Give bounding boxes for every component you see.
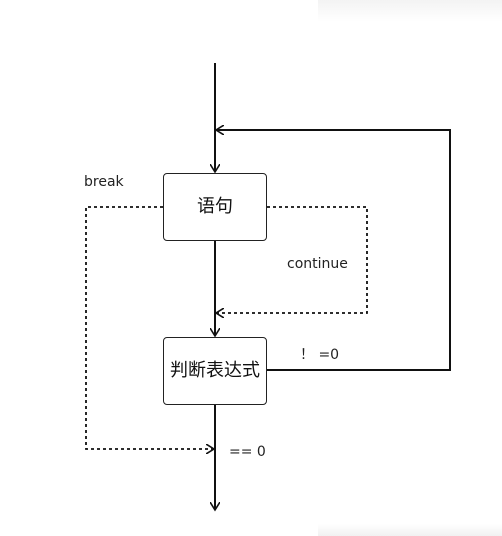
break-dashed-arrow bbox=[85, 206, 214, 449]
window-edge-shade-top bbox=[318, 0, 502, 22]
window-edge-shade-bottom bbox=[318, 524, 502, 536]
equals-zero-label: == 0 bbox=[229, 444, 266, 460]
condition-node-label: 判断表达式 bbox=[170, 360, 260, 381]
statement-node-label: 语句 bbox=[197, 196, 233, 217]
condition-node: 判断表达式 bbox=[163, 337, 267, 405]
continue-label: continue bbox=[287, 256, 348, 272]
statement-node: 语句 bbox=[163, 173, 267, 241]
not-zero-label: ！ =0 bbox=[300, 347, 340, 363]
break-label: break bbox=[84, 174, 124, 190]
loop-back-arrow bbox=[216, 130, 451, 371]
continue-dashed-arrow bbox=[216, 206, 368, 313]
